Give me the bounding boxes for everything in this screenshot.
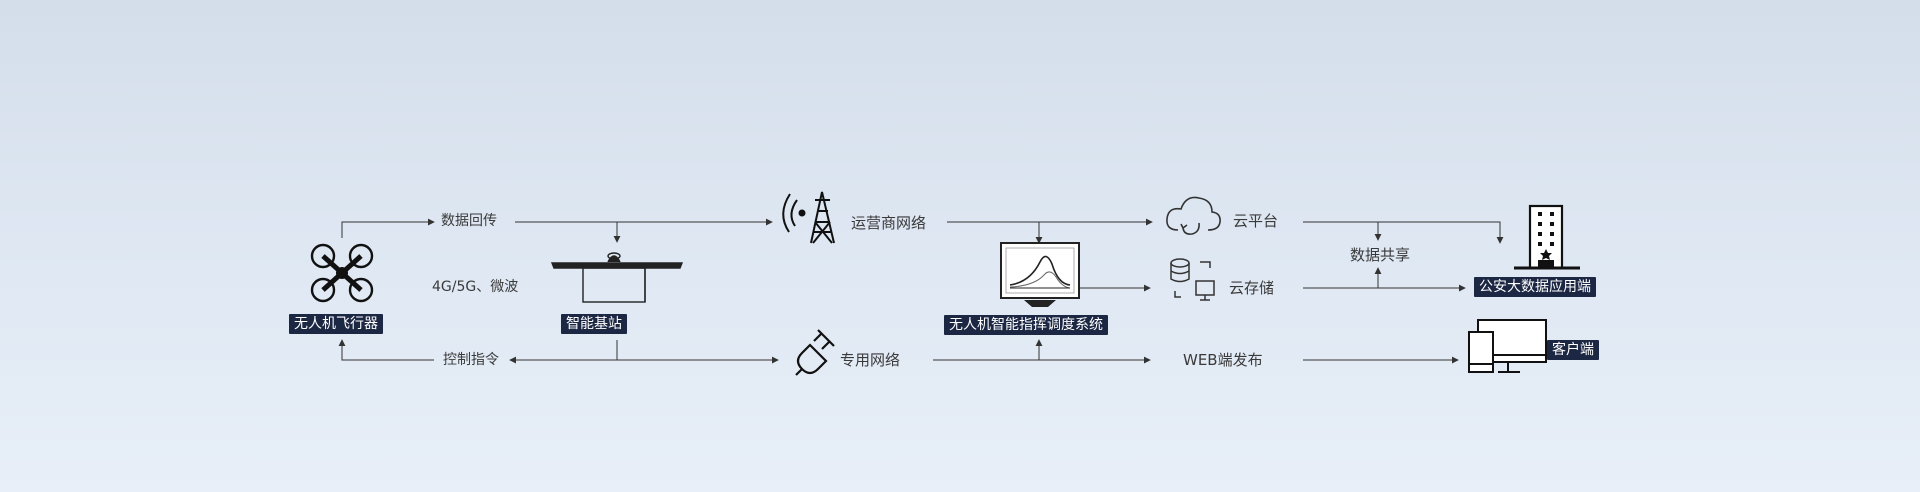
building-icon bbox=[1514, 204, 1580, 270]
arrow-cloud-to-police bbox=[1303, 221, 1504, 244]
cloud-storage-label: 云存储 bbox=[1229, 279, 1275, 297]
connector-lines bbox=[338, 218, 1504, 364]
dispatch-system-node-label: 无人机智能指挥调度系统 bbox=[944, 315, 1108, 335]
arrow-drone-to-data-return bbox=[341, 218, 435, 238]
plug-icon bbox=[795, 329, 835, 376]
client-node-label: 客户端 bbox=[1547, 340, 1599, 360]
data-share-label: 数据共享 bbox=[1350, 246, 1411, 264]
tower-icon bbox=[782, 191, 835, 244]
web-publish-label: WEB端发布 bbox=[1183, 351, 1263, 369]
arrow-control-to-drone bbox=[338, 339, 434, 361]
monitor-chart-icon bbox=[1000, 242, 1080, 307]
base-station-node-label: 智能基站 bbox=[561, 314, 627, 334]
database-icon bbox=[1170, 258, 1215, 301]
carrier-network-label: 运营商网络 bbox=[851, 214, 927, 232]
drone-icon bbox=[310, 243, 374, 303]
police-app-node-label: 公安大数据应用端 bbox=[1474, 277, 1596, 297]
control-command-label: 控制指令 bbox=[443, 352, 499, 368]
drone-node-label: 无人机飞行器 bbox=[289, 314, 383, 334]
base-station-icon bbox=[550, 252, 684, 303]
link-types-label: 4G/5G、微波 bbox=[432, 279, 519, 295]
data-return-label: 数据回传 bbox=[441, 213, 497, 229]
devices-icon bbox=[1468, 319, 1547, 373]
private-network-label: 专用网络 bbox=[840, 351, 901, 369]
cloud-icon bbox=[1166, 196, 1221, 235]
cloud-platform-label: 云平台 bbox=[1233, 212, 1279, 230]
